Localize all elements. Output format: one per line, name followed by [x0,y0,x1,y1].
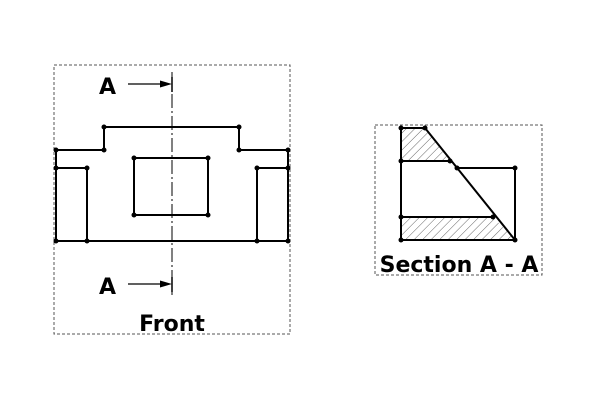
section-arrow-bottom [128,277,173,292]
front-view-frame [53,64,291,335]
section-label-bottom: A [99,275,116,300]
section-view: Section A - A [374,124,543,278]
front-center-window [133,157,209,216]
section-view-frame [374,124,543,276]
section-label-top: A [99,75,116,100]
section-view-title: Section A - A [380,253,539,278]
section-hatch-top [401,128,450,161]
front-right-slot [256,167,288,241]
front-left-slot [56,167,88,241]
front-view: A A Front [53,64,291,337]
front-view-title: Front [139,312,205,337]
section-hatch-bottom [401,217,515,240]
section-vertices [398,125,518,243]
section-arrow-top [128,77,173,92]
arrow-head-icon [160,80,172,88]
front-vertices [53,124,291,244]
arrow-head-icon [160,280,172,288]
